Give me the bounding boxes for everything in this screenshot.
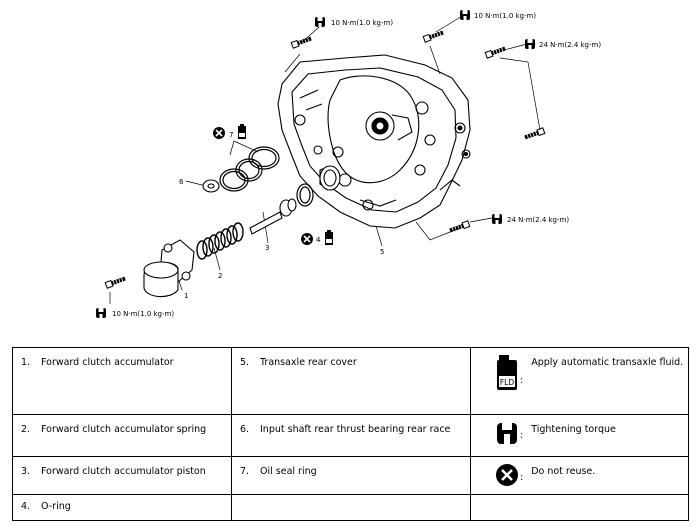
legend-table: 1. Forward clutch accumulator 5. Transaxle… [12,347,689,521]
torque-wrench-icon [492,214,502,224]
legend-colon: : [520,430,524,441]
torque-label: 10 N·m(1.0 kg-m) [112,310,174,318]
legend-cell: 7. Oil seal ring [231,456,471,495]
torque-label: 10 N·m(1.0 kg-m) [331,19,393,27]
transaxle-rear-cover [277,54,471,229]
fluid-can-label: FLD [500,378,514,387]
part-number-1: 1 [184,292,188,300]
bolt-accumulator [103,273,129,291]
legend-cell: : Do not reuse. [470,456,689,495]
part-number-4: 4 [316,236,321,244]
legend-text: Transaxle rear cover [260,357,357,368]
legend-number: 4. [21,501,31,512]
accumulator-spring [196,222,244,260]
legend-row: 2. Forward clutch accumulator spring 6. In… [12,414,689,457]
torque-label: 24 N·m(2.4 kg-m) [507,216,569,224]
legend-text: O-ring [41,501,71,512]
legend-number: 1. [21,357,31,368]
legend-colon: : [520,472,524,483]
legend-cell: 3. Forward clutch accumulator piston [12,456,232,495]
legend-text: Input shaft rear thrust bearing rear rac… [260,424,451,435]
torque-wrench-icon [315,17,325,27]
legend-number: 3. [21,466,31,477]
o-ring [296,183,314,207]
legend-colon: : [520,375,524,386]
legend-cell: 4. O-ring [12,494,232,521]
cover-accumulator-bore [319,165,341,191]
fluid-can-icon: FLD [497,355,517,390]
bolt-top-left [289,33,315,51]
part-number-6: 6 [179,178,184,186]
legend-row: 4. O-ring [12,494,689,521]
fluid-can-icon-oring [325,230,333,245]
bolt-upper-right-2 [521,125,547,143]
legend-cell: 1. Forward clutch accumulator [12,347,232,415]
legend-cell: : Tightening torque [470,414,689,457]
legend-text: Forward clutch accumulator [41,357,174,368]
part-number-7: 7 [229,131,233,139]
legend-number: 7. [240,466,250,477]
legend-row: 3. Forward clutch accumulator piston 7. Oi… [12,456,689,495]
torque-label: 24 N·m(2.4 kg-m) [539,41,601,49]
forward-clutch-accumulator [143,239,195,298]
torque-wrench-icon [460,10,470,20]
part-number-5: 5 [380,248,384,256]
leader-lines [109,15,541,304]
legend-text: Forward clutch accumulator spring [41,424,207,435]
legend-number: 5. [240,357,250,368]
legend-cell: 6. Input shaft rear thrust bearing rear r… [231,414,471,457]
legend-text: Tightening torque [531,424,616,435]
do-not-reuse-icon-ring [213,127,225,139]
legend-cell: 5. Transaxle rear cover [231,347,471,415]
bolt-upper-right-1 [483,43,509,61]
legend-number: 2. [21,424,31,435]
bolt-top-middle [421,27,447,45]
torque-wrench-icon [96,308,106,318]
legend-cell: FLD : Apply automatic transaxle fluid. [470,347,689,415]
legend-text: Do not reuse. [531,466,596,477]
legend-text: Oil seal ring [260,466,317,477]
legend-text: Forward clutch accumulator piston [41,466,206,477]
legend-cell [470,494,689,521]
exploded-parts-diagram: 10 N·m(1.0 kg-m) 10 N·m(1.0 kg-m) 24 N·m… [96,10,601,318]
legend-cell [231,494,471,521]
oil-seal-rings [219,146,280,192]
legend-cell: 2. Forward clutch accumulator spring [12,414,232,457]
do-not-reuse-icon [496,464,518,486]
torque-label: 10 N·m(1.0 kg-m) [474,12,536,20]
thrust-bearing-race [202,179,220,193]
torque-wrench-icon [497,423,517,444]
legend-text: Apply automatic transaxle fluid. [531,357,684,368]
part-number-2: 2 [218,272,222,280]
fluid-can-icon-ring [238,124,246,139]
do-not-reuse-icon-oring [301,233,313,245]
legend-number: 6. [240,424,250,435]
legend-row: 1. Forward clutch accumulator 5. Transaxle… [12,347,689,415]
accumulator-piston [249,198,297,235]
torque-wrench-icon [525,39,535,49]
part-number-3: 3 [265,244,269,252]
